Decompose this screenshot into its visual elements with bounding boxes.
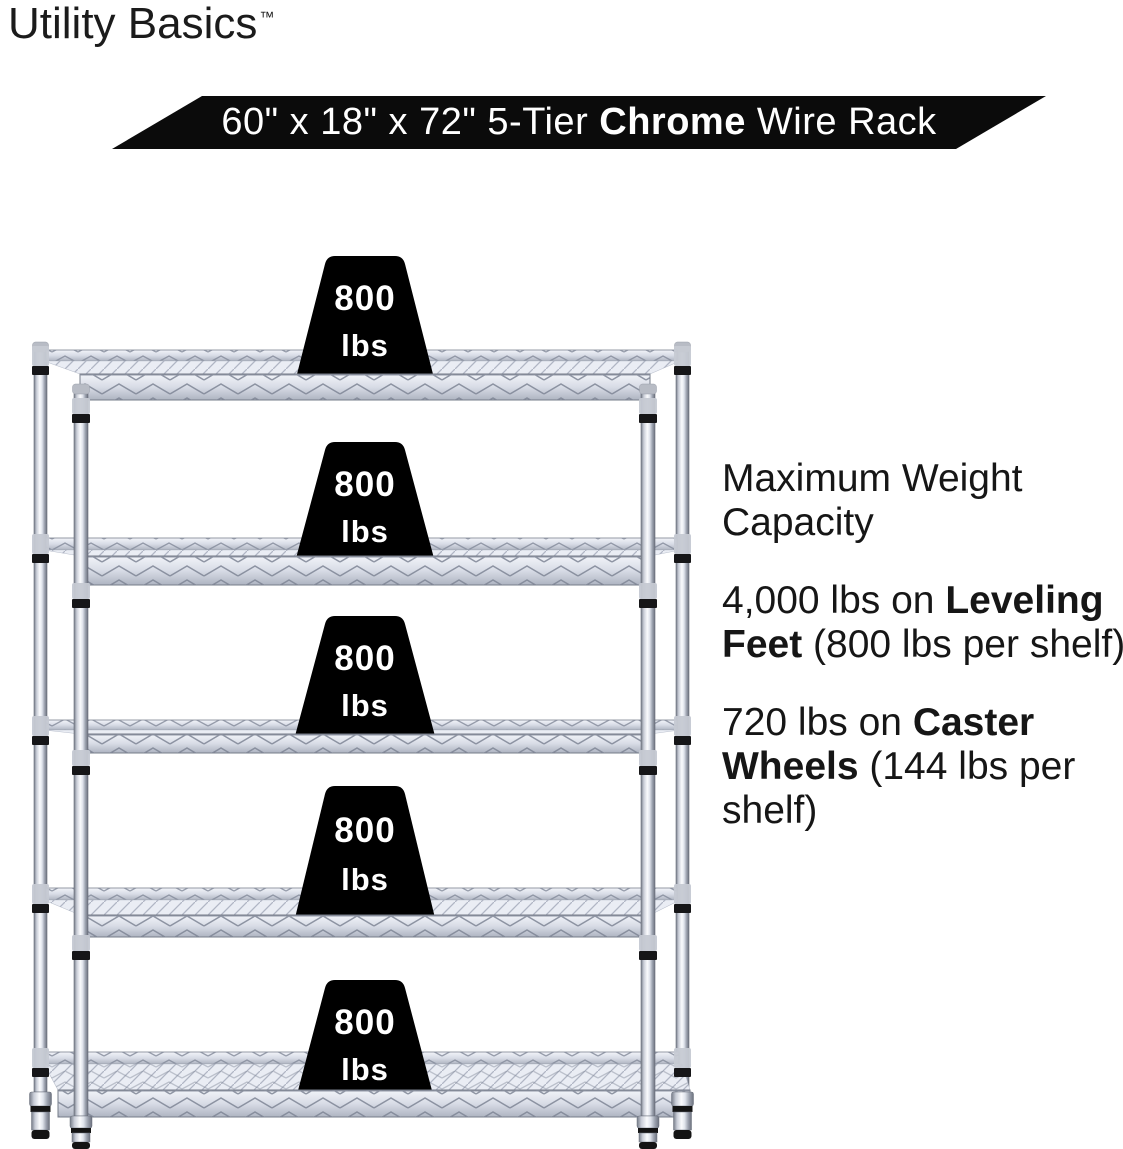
weight-value: 800 — [334, 811, 395, 850]
info-paragraph-1: Maximum Weight Capacity — [722, 457, 1123, 545]
leveling-foot — [69, 1115, 93, 1149]
weight-value: 800 — [334, 1003, 395, 1042]
title-banner: 60" x 18" x 72" 5-Tier Chrome Wire Rack — [112, 96, 1046, 149]
brand-name: Utility Basics — [8, 0, 258, 48]
weight-unit: lbs — [341, 862, 389, 897]
weight-marker-2: 800 lbs — [295, 442, 435, 562]
weight-marker-shape — [295, 442, 435, 562]
title-banner-text: 60" x 18" x 72" 5-Tier Chrome Wire Rack — [221, 101, 936, 144]
text-segment-bold: Leveling Feet — [722, 579, 1104, 667]
weight-marker-1: 800 lbs — [295, 256, 435, 382]
weight-marker-shape — [295, 980, 435, 1102]
text-segment-bold: Caster Wheels — [722, 701, 1035, 789]
text-segment: 60" x 18" x 72" 5-Tier — [221, 101, 600, 143]
weight-unit: lbs — [341, 688, 389, 723]
weight-value: 800 — [334, 465, 395, 504]
text-segment: Maximum Weight Capacity — [722, 457, 1023, 545]
info-paragraph-3: 720 lbs on Caster Wheels (144 lbs per sh… — [722, 701, 1123, 833]
weight-capacity-info: Maximum Weight Capacity 4,000 lbs on Leve… — [722, 457, 1123, 867]
weight-value: 800 — [334, 279, 395, 318]
weight-marker-4: 800 lbs — [295, 786, 435, 918]
weight-unit: lbs — [341, 1052, 389, 1087]
weight-unit: lbs — [341, 328, 389, 363]
weight-marker-shape — [295, 256, 435, 382]
weight-value: 800 — [334, 639, 395, 678]
leveling-foot — [671, 1091, 694, 1139]
weight-marker-5: 800 lbs — [295, 980, 435, 1102]
text-segment: 4,000 lbs on — [722, 579, 946, 623]
text-segment: (800 lbs per shelf) — [802, 623, 1123, 667]
weight-marker-3: 800 lbs — [295, 616, 435, 736]
text-segment: 720 lbs on — [722, 701, 913, 745]
weight-marker-shape — [295, 616, 435, 736]
wire-rack-illustration: 800 lbs 800 lbs 800 lbs 800 lbs 800 lbs — [29, 256, 694, 1149]
front-rails — [57, 373, 691, 1118]
post-cap — [72, 383, 90, 395]
info-paragraph-2: 4,000 lbs on Leveling Feet (800 lbs per … — [722, 579, 1123, 667]
leveling-foot — [29, 1091, 52, 1139]
text-segment-bold: Chrome — [599, 101, 746, 143]
post-cap — [639, 383, 657, 395]
shelf-collars — [32, 346, 691, 1077]
weight-marker-shape — [295, 786, 435, 918]
leveling-feet — [29, 1091, 694, 1149]
text-segment: (144 lbs per shelf) — [722, 745, 1076, 833]
leveling-foot — [636, 1115, 660, 1149]
text-segment: Wire Rack — [745, 101, 937, 143]
trademark-symbol: ™ — [259, 9, 275, 27]
weight-unit: lbs — [341, 514, 389, 549]
